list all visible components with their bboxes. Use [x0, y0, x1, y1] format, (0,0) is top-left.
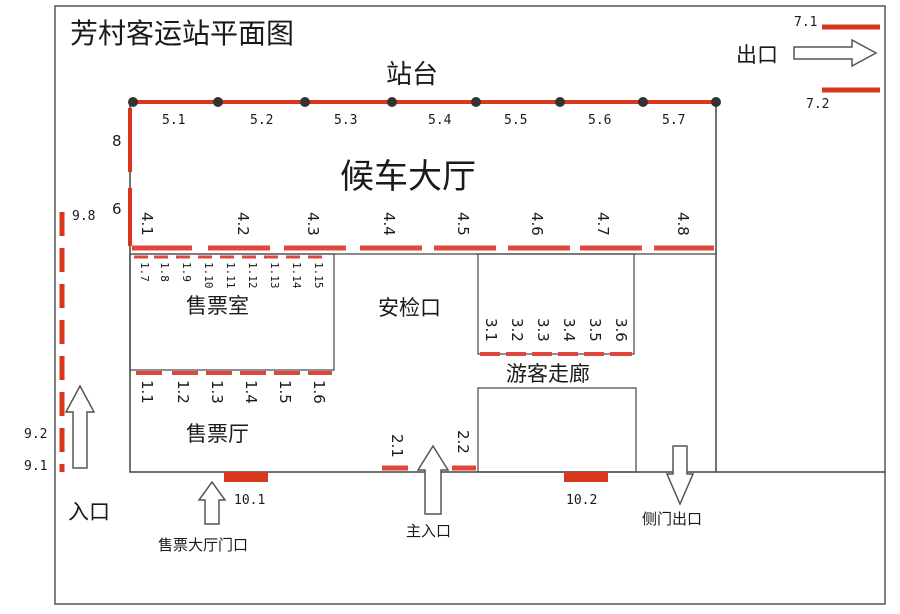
main-gate-marker: 2.2 [454, 430, 472, 454]
ticket-room-label: 售票室 [186, 294, 249, 318]
door-marker: 10.1 [234, 493, 266, 508]
ticket-hall-window-marker: 1.6 [310, 380, 328, 404]
platform-marker: 5.6 [588, 113, 612, 128]
platform-dot [555, 97, 565, 107]
door-marker: 10.2 [566, 493, 598, 508]
platform-marker: 5.7 [662, 113, 686, 128]
ticket-hall-window-marker: 1.4 [242, 380, 260, 404]
waiting-gate-marker: 4.8 [674, 212, 692, 236]
left-marker-8: 8 [112, 132, 122, 150]
waiting-gate-marker: 4.2 [234, 212, 252, 236]
ticket-hall-window-marker: 1.1 [138, 380, 156, 404]
main-gate-marker: 2.1 [388, 434, 406, 458]
corridor-gate-marker: 3.1 [482, 318, 500, 342]
corridor-gate-marker: 3.2 [508, 318, 526, 342]
ticket-hall-door-arrow-icon [197, 480, 227, 525]
entrance-arrow-icon [64, 384, 96, 469]
corridor-gate-marker: 3.5 [586, 318, 604, 342]
platform-marker: 5.4 [428, 113, 452, 128]
security-label: 安检口 [378, 296, 441, 320]
ticket-hall-window-marker: 1.5 [276, 380, 294, 404]
platform-marker: 5.1 [162, 113, 186, 128]
platform-dot [471, 97, 481, 107]
outside-left-marker: 9.8 [72, 209, 96, 224]
platform-marker: 5.5 [504, 113, 528, 128]
outside-left-marker: 9.2 [24, 427, 48, 442]
ticket-window-marker: 1.12 [246, 262, 259, 289]
corridor-gate-marker: 3.4 [560, 318, 578, 342]
corridor-upper-box [477, 253, 635, 355]
main-entrance-label: 主入口 [406, 522, 452, 540]
side-exit-arrow-icon [665, 445, 695, 506]
exit-line-marker: 7.1 [794, 15, 818, 30]
ticket-window-marker: 1.7 [138, 262, 151, 282]
ticket-window-marker: 1.11 [224, 262, 237, 289]
waiting-gate-marker: 4.6 [528, 212, 546, 236]
side-exit-label: 侧门出口 [642, 510, 703, 528]
waiting-gate-marker: 4.7 [594, 212, 612, 236]
waiting-gate-marker: 4.4 [380, 212, 398, 236]
page-title: 芳村客运站平面图 [70, 17, 295, 50]
exit-label: 出口 [736, 43, 778, 67]
corridor-gate-marker: 3.3 [534, 318, 552, 342]
ticket-window-marker: 1.15 [312, 262, 325, 289]
platform-dot [128, 97, 138, 107]
platform-marker: 5.2 [250, 113, 274, 128]
ticket-window-marker: 1.14 [290, 262, 303, 289]
waiting-gate-marker: 4.5 [454, 212, 472, 236]
platform-dot [300, 97, 310, 107]
ticket-window-marker: 1.13 [268, 262, 281, 289]
corridor-lower-box [477, 387, 637, 473]
door-10-1 [224, 472, 268, 482]
platform-dot [711, 97, 721, 107]
platform-dot [387, 97, 397, 107]
ticket-hall-label: 售票厅 [186, 422, 249, 446]
waiting-hall-label: 候车大厅 [340, 157, 476, 197]
outside-left-marker: 9.1 [24, 459, 48, 474]
platform-dot [638, 97, 648, 107]
exit-line-marker: 7.2 [806, 97, 830, 112]
ticket-window-marker: 1.10 [202, 262, 215, 289]
corridor-label: 游客走廊 [506, 362, 590, 386]
exit-arrow-icon [793, 38, 878, 68]
waiting-gate-marker: 4.1 [138, 212, 156, 236]
ticket-hall-window-marker: 1.3 [208, 380, 226, 404]
ticket-room-box [129, 253, 335, 371]
platform-label: 站台 [386, 60, 439, 90]
entrance-label: 入口 [68, 500, 110, 524]
door-10-2 [564, 472, 608, 482]
ticket-hall-door-label: 售票大厅门口 [158, 536, 249, 554]
ticket-window-marker: 1.9 [180, 262, 193, 282]
main-entrance-arrow-icon [416, 444, 450, 515]
platform-dots [128, 97, 721, 107]
outer-frame [54, 5, 886, 605]
ticket-window-marker: 1.8 [158, 262, 171, 282]
platform-dot [213, 97, 223, 107]
corridor-gate-marker: 3.6 [612, 318, 630, 342]
left-marker-6: 6 [112, 200, 122, 218]
platform-marker: 5.3 [334, 113, 358, 128]
ticket-hall-window-marker: 1.2 [174, 380, 192, 404]
waiting-gate-marker: 4.3 [304, 212, 322, 236]
